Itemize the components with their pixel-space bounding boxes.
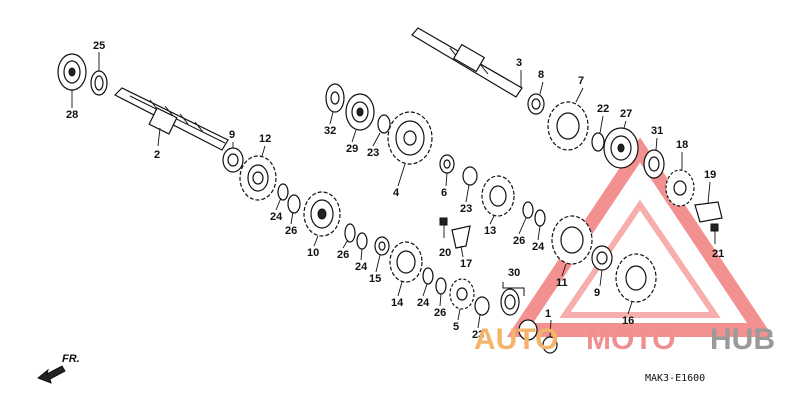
mainshaft [411,27,523,98]
callout-16: 16 [622,315,634,327]
collar-9-right [591,245,613,271]
callout-20: 20 [439,247,451,259]
callout-23c: 23 [460,203,472,215]
watermark-hub: HUB [710,323,775,356]
callout-11: 11 [556,277,568,289]
washer-23-mid [377,114,391,134]
washer-23-right [462,166,478,186]
gear-18 [665,169,695,207]
bushing-15 [374,236,390,256]
washer-23-lower [474,296,490,316]
callout-31: 31 [651,125,663,137]
callout-3: 3 [516,57,522,69]
callout-21: 21 [712,248,724,260]
callout-26b: 26 [337,249,349,261]
plate-17 [451,225,471,249]
callout-6: 6 [441,187,447,199]
callout-22: 22 [597,103,609,115]
callout-5: 5 [453,321,459,333]
callout-26d: 26 [513,235,525,247]
bearing-32 [325,83,345,113]
washers-24-26-lower [422,267,447,295]
needle-bearing-30 [500,288,520,316]
gear-10 [303,191,341,237]
callout-7: 7 [578,75,584,87]
bolt-20 [439,217,448,238]
callout-12: 12 [259,133,271,145]
gear-12 [239,155,277,201]
seal-31 [643,149,665,179]
callout-1: 1 [545,308,551,320]
callout-24c: 24 [417,297,430,309]
callout-24d: 24 [532,241,545,253]
gear-16 [615,253,657,303]
washers-24-26-left [277,183,301,214]
callout-27: 27 [620,108,632,120]
gear-13 [481,175,515,217]
leader-lines [71,52,711,338]
diagram-code: MAK3-E1600 [645,373,705,384]
callout-9: 9 [229,129,235,141]
washers-26-24-right [522,201,546,227]
callout-17: 17 [460,258,472,270]
gear-4 [387,111,433,165]
washer-1 [518,319,558,354]
bolt-21 [710,223,719,244]
callout-28: 28 [66,109,78,121]
bearing-29 [345,93,375,131]
callout-24b: 24 [355,261,368,273]
callout-30: 30 [508,267,520,279]
washers-26-24-mid [344,223,368,250]
watermark-auto: AUTO [474,323,558,356]
watermark-text: AUTO MOTO HUB [474,323,775,356]
bushing-8 [527,93,545,115]
callout-29: 29 [346,143,358,155]
bushing-6 [439,154,455,174]
callout-9b: 9 [594,287,600,299]
callout-26c: 26 [434,307,446,319]
callout-19: 19 [704,169,716,181]
washer-22 [591,132,605,152]
collar-9-left [222,147,244,173]
callout-23b: 23 [367,147,379,159]
callout-labels: 25 28 2 9 12 24 26 10 26 24 15 14 24 26 … [66,40,724,341]
callout-23: 23 [472,329,484,341]
gear-14 [389,241,423,283]
callout-10: 10 [307,247,319,259]
gear-11 [551,215,593,265]
callout-15: 15 [369,273,381,285]
callout-32: 32 [324,125,336,137]
direction-label: FR. [62,353,80,365]
callout-4: 4 [393,187,400,199]
callout-26: 26 [285,225,297,237]
seal-25 [90,70,108,96]
callout-14: 14 [391,297,404,309]
bearing-27 [603,127,639,169]
callout-8: 8 [538,69,544,81]
callout-24: 24 [270,211,283,223]
callout-25: 25 [93,40,105,52]
callout-2: 2 [154,149,160,161]
gear-5 [449,278,475,310]
callout-18: 18 [676,139,688,151]
countershaft [113,87,229,151]
plate-19 [694,201,723,223]
watermark-moto: MOTO [586,323,675,356]
gear-7 [547,101,589,151]
callout-13: 13 [484,225,496,237]
bearing-28 [57,53,87,91]
front-direction-arrow: FR. [37,353,80,384]
